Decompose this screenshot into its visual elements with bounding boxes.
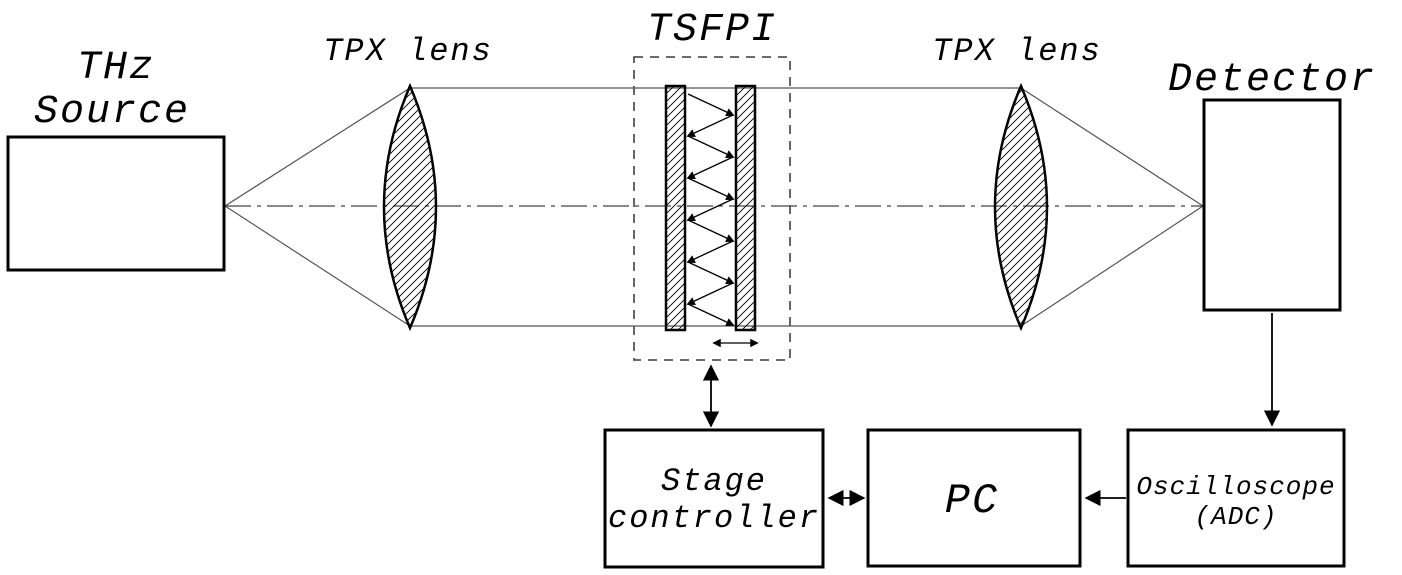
oscilloscope-box bbox=[1126, 428, 1346, 568]
pc-label: PC bbox=[945, 477, 999, 525]
tpx-lens-right-label: TPX lens bbox=[932, 33, 1102, 70]
stage-controller-label-line1: Stage bbox=[661, 463, 767, 500]
tpx-lens-right bbox=[993, 82, 1049, 332]
thz-source-label-line2: Source bbox=[34, 90, 190, 135]
detector-box bbox=[1202, 98, 1342, 312]
tpx-lens-left-label: TPX lens bbox=[323, 33, 493, 70]
detector-label: Detector bbox=[1168, 58, 1376, 103]
tpx-lens-left bbox=[382, 82, 438, 332]
thz-source-label-line1: THz bbox=[77, 46, 155, 91]
stage-controller-box bbox=[603, 428, 825, 569]
thz-source-box bbox=[6, 135, 226, 272]
pc-box bbox=[866, 428, 1082, 568]
stage-controller-label-line2: controller bbox=[608, 500, 820, 537]
oscilloscope-label-line2: (ADC) bbox=[1194, 502, 1277, 532]
tsfpi-mirror-fixed bbox=[664, 84, 687, 332]
tsfpi-boundary bbox=[633, 56, 791, 361]
cavity-reflection-arrows bbox=[686, 93, 735, 326]
tsfpi-mirror-movable bbox=[734, 84, 757, 332]
oscilloscope-label-line1: Oscilloscope bbox=[1136, 472, 1335, 502]
tsfpi-label: TSFPI bbox=[647, 8, 777, 53]
beam-path bbox=[224, 87, 1204, 327]
